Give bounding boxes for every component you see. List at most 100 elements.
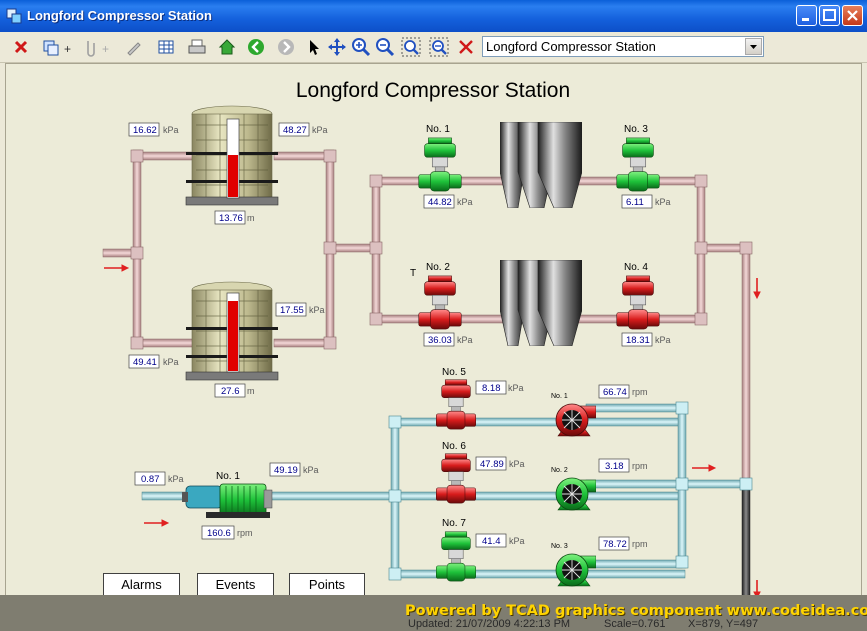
pump1-speed: 66.74 — [603, 387, 627, 398]
valve1-label: No. 1 — [426, 124, 450, 135]
pump-labels: No. 1 No. 2 No. 3 — [551, 393, 568, 550]
valve-5[interactable] — [436, 379, 476, 430]
svg-text:rpm: rpm — [632, 461, 648, 471]
storage-tank-2[interactable] — [185, 281, 279, 381]
svg-text:kPa: kPa — [655, 197, 671, 207]
branding-banner: Powered by TCAD graphics component www.c… — [405, 603, 867, 619]
valve6-value: 47.89 — [480, 459, 504, 470]
home-icon[interactable] — [216, 36, 238, 58]
valve-1[interactable] — [418, 137, 462, 192]
readings: 16.62 48.27 13.76 49.41 17.55 27.6 44.82… — [128, 122, 653, 551]
svg-text:+: + — [102, 42, 109, 56]
alarms-button[interactable]: Alarms — [103, 573, 180, 596]
diagram-select-value: Longford Compressor Station — [486, 39, 656, 54]
motor-outlet-pressure: 49.19 — [274, 465, 298, 476]
tank-1-level-bar — [228, 155, 238, 197]
svg-text:m: m — [247, 386, 255, 396]
close-window-button[interactable] — [842, 5, 863, 26]
table-icon[interactable] — [155, 36, 177, 58]
zoom-in-icon[interactable] — [350, 36, 372, 58]
equipment-labels: No. 1 No. 2 T No. 3 No. 4 No. 5 No. 6 No… — [216, 124, 648, 529]
maximize-icon — [823, 9, 836, 21]
title-bar[interactable]: Longford Compressor Station — [0, 0, 867, 32]
valve2-label: No. 2 — [426, 262, 450, 273]
delete-icon[interactable] — [10, 36, 32, 58]
tank1-level: 13.76 — [219, 213, 243, 224]
unit-labels: kPa kPa m kPa kPa m kPa kPa kPa kPa kPa … — [163, 125, 671, 549]
motor-inlet-pressure: 0.87 — [141, 474, 160, 485]
status-bar — [0, 595, 867, 631]
valve4-value: 18.31 — [626, 335, 650, 346]
svg-text:kPa: kPa — [509, 459, 525, 469]
separator-vessel-upper[interactable] — [500, 122, 582, 208]
valve5-label: No. 5 — [442, 367, 466, 378]
close-icon — [847, 10, 858, 21]
pump2-speed: 3.18 — [605, 461, 624, 472]
svg-text:kPa: kPa — [163, 125, 179, 135]
forward-icon[interactable] — [275, 36, 297, 58]
app-icon — [6, 8, 22, 24]
valve3-value: 6.11 — [626, 197, 644, 208]
maximize-button[interactable] — [819, 5, 840, 26]
diagram-select[interactable]: Longford Compressor Station — [482, 36, 764, 57]
status-updated: Updated: 21/07/2009 4:22:13 PM — [408, 618, 571, 630]
pointer-icon[interactable] — [303, 36, 325, 58]
svg-text:rpm: rpm — [237, 528, 253, 538]
motor-label: No. 1 — [216, 471, 240, 482]
pump2-label: No. 2 — [551, 467, 568, 474]
zoom-window-icon[interactable] — [400, 36, 422, 58]
events-button[interactable]: Events — [197, 573, 274, 596]
pump3-speed: 78.72 — [603, 539, 627, 550]
valve7-label: No. 7 — [442, 518, 466, 529]
attach-add-icon[interactable]: + — [80, 36, 114, 58]
tank2-pressure-left: 49.41 — [133, 357, 157, 368]
valve-4[interactable] — [616, 275, 660, 330]
status-scale: Scale=0.761 — [604, 618, 666, 630]
valve-2[interactable] — [418, 275, 462, 330]
svg-text:rpm: rpm — [632, 539, 648, 549]
valve-3[interactable] — [616, 137, 660, 192]
compressor-motor[interactable] — [182, 483, 273, 518]
copy-add-icon[interactable]: + — [40, 36, 74, 58]
valve-7[interactable] — [436, 531, 476, 582]
dropdown-arrow[interactable] — [745, 38, 762, 55]
svg-text:kPa: kPa — [508, 383, 524, 393]
edit-icon[interactable] — [123, 36, 145, 58]
minimize-button[interactable] — [796, 5, 817, 26]
zoom-out-icon[interactable] — [374, 36, 396, 58]
svg-text:kPa: kPa — [457, 335, 473, 345]
zoom-extents-icon[interactable] — [428, 36, 450, 58]
minimize-icon — [802, 18, 809, 21]
valve1-value: 44.82 — [428, 197, 452, 208]
tank1-pressure-right: 48.27 — [283, 125, 307, 136]
window-title: Longford Compressor Station — [27, 8, 212, 23]
status-coords: X=879, Y=497 — [688, 618, 759, 630]
storage-tank-1[interactable] — [185, 105, 279, 206]
valve2-tag: T — [410, 268, 416, 279]
tank2-level: 27.6 — [221, 386, 240, 397]
separator-vessel-lower[interactable] — [500, 260, 582, 346]
valve5-value: 8.18 — [482, 383, 501, 394]
valve6-label: No. 6 — [442, 441, 466, 452]
clear-icon[interactable] — [455, 36, 477, 58]
svg-text:+: + — [64, 42, 71, 56]
tank1-pressure-left: 16.62 — [133, 125, 157, 136]
points-button[interactable]: Points — [289, 573, 365, 596]
pan-icon[interactable] — [326, 36, 348, 58]
valve2-value: 36.03 — [428, 335, 452, 346]
svg-text:kPa: kPa — [457, 197, 473, 207]
pump3-label: No. 3 — [551, 543, 568, 550]
svg-text:kPa: kPa — [312, 125, 328, 135]
valve4-label: No. 4 — [624, 262, 648, 273]
chevron-down-icon — [750, 45, 757, 49]
svg-text:kPa: kPa — [309, 305, 325, 315]
svg-text:kPa: kPa — [655, 335, 671, 345]
back-icon[interactable] — [245, 36, 267, 58]
svg-text:m: m — [247, 213, 255, 223]
valve7-value: 41.4 — [482, 536, 501, 547]
print-icon[interactable] — [186, 36, 208, 58]
svg-text:kPa: kPa — [163, 357, 179, 367]
valve-6[interactable] — [436, 453, 476, 504]
